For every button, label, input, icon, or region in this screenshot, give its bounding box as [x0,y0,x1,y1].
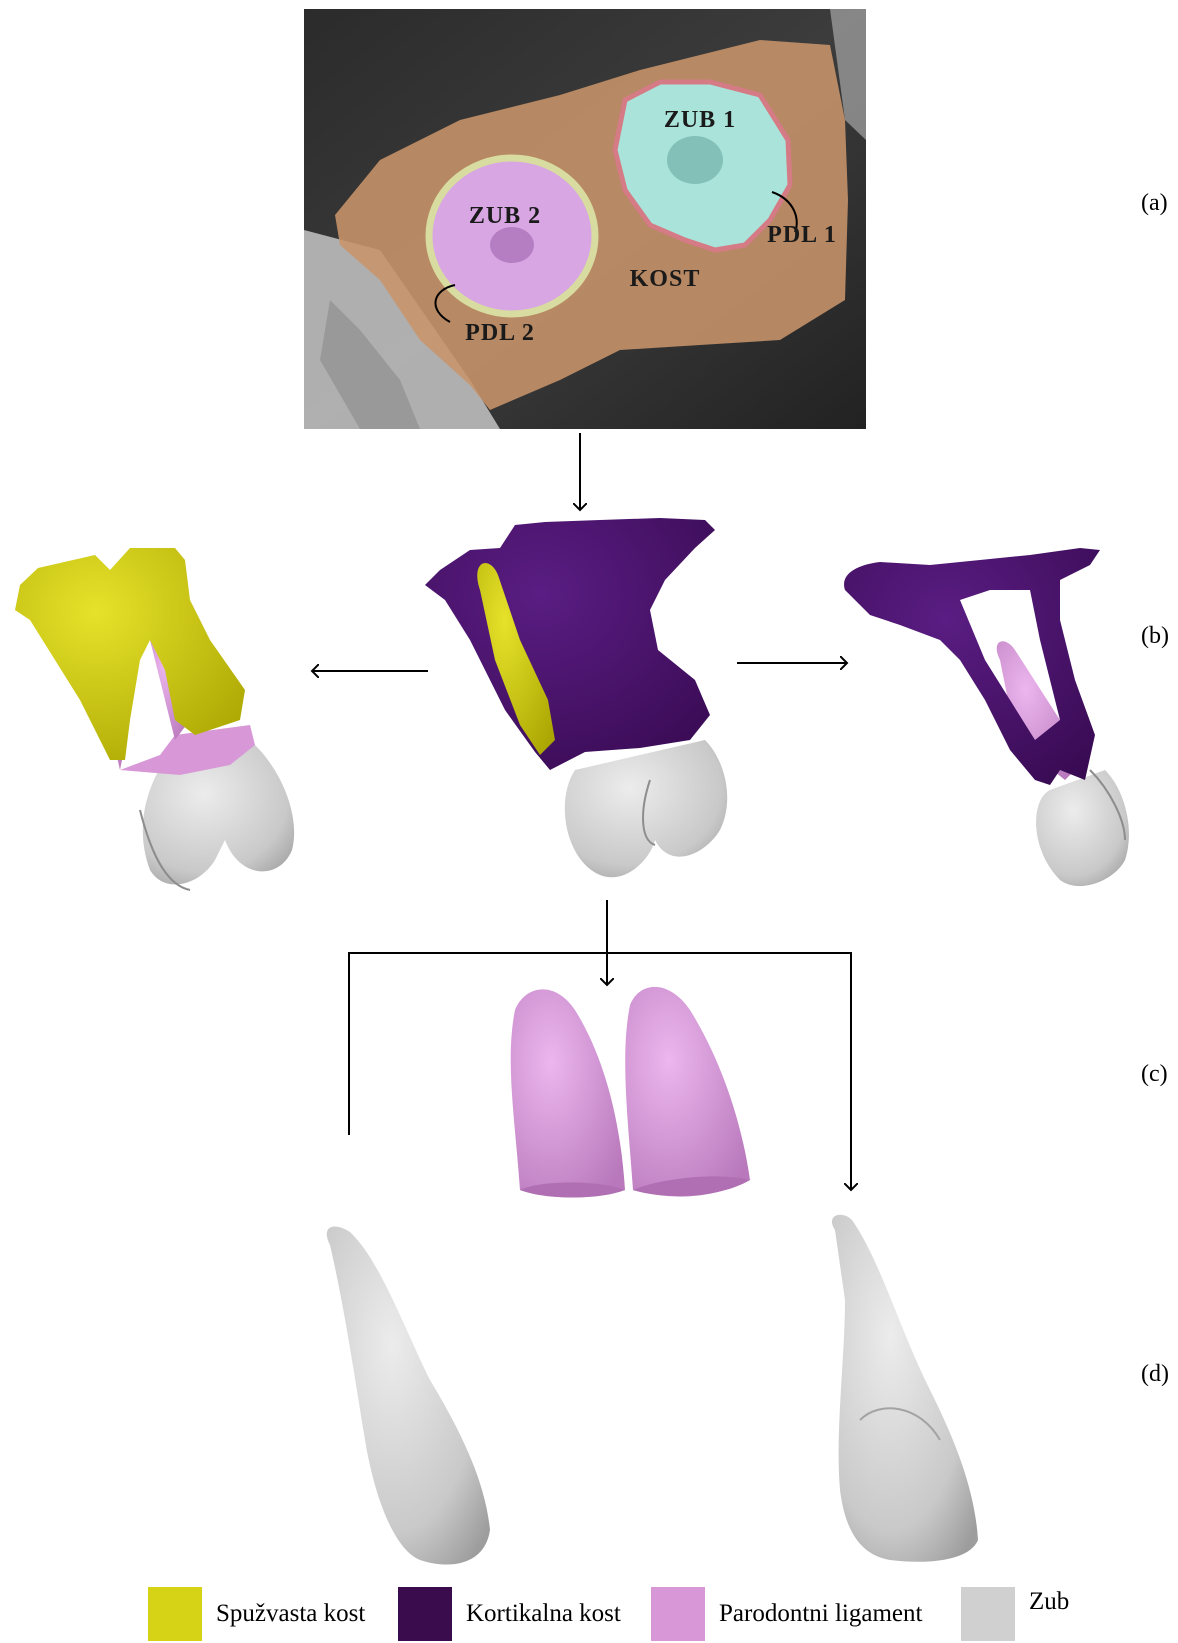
panel-label-a: (a) [1141,190,1168,217]
pdl1-label: PDL 1 [767,222,837,248]
pdl2-label: PDL 2 [465,320,535,346]
panel-label-c: (c) [1141,1061,1168,1088]
legend-label-cancellous: Spužvasta kost [216,1600,365,1628]
legend-item-cortical: Kortikalna kost [398,1587,621,1641]
legend-item-tooth: Zub [961,1587,1069,1641]
tooth-models [327,1215,978,1565]
bone-label: KOST [630,266,701,292]
legend-label-cortical: Kortikalna kost [466,1600,621,1628]
ct-scan-image: ZUB 1 ZUB 2 KOST PDL 1 PDL 2 [304,9,866,429]
cancellous-bone-model [15,548,294,890]
tooth2-label: ZUB 2 [469,203,541,229]
cortical-shell-model [844,548,1129,886]
legend-label-pdl: Parodontni ligament [719,1600,922,1628]
legend-swatch-cancellous [148,1587,202,1641]
legend-swatch-pdl [651,1587,705,1641]
legend-label-tooth: Zub [1029,1588,1069,1616]
panel-label-b: (b) [1141,623,1169,650]
legend-item-pdl: Parodontni ligament [651,1587,922,1641]
legend-swatch-cortical [398,1587,452,1641]
pdl-models [511,987,750,1198]
panel-label-d: (d) [1141,1361,1169,1388]
cortical-bone-model [425,518,727,877]
legend-swatch-tooth [961,1587,1015,1641]
legend-item-cancellous: Spužvasta kost [148,1587,365,1641]
tooth1-label: ZUB 1 [664,107,736,133]
